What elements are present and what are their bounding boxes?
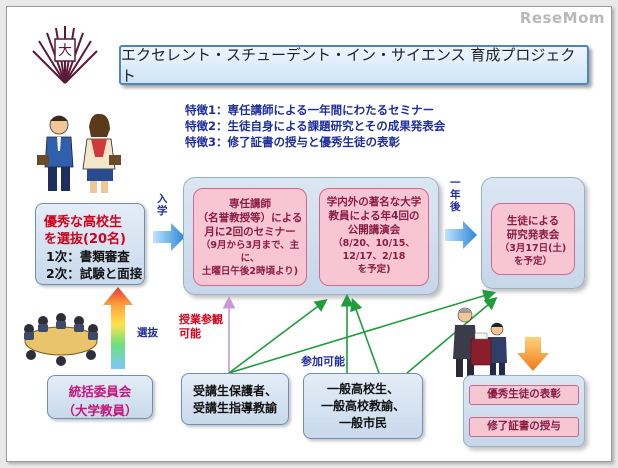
parents-line1: 受講生保護者、 (192, 384, 277, 398)
seminar-line4: （9月から3月まで、主に、 (200, 240, 300, 264)
university-crest-icon: 大 (25, 21, 105, 91)
parents-box: 受講生保護者、 受講生指導教諭 (181, 373, 289, 425)
presentation-line4: を予定） (513, 256, 552, 267)
senbatsu-label: 選抜 (137, 327, 158, 339)
feature-2: 特徴2：生徒自身による課題研究とその成果発表会 (185, 119, 446, 133)
public-box: 一般高校生、 一般高校教諭、 一般市民 (303, 373, 423, 439)
certificate-award: 修了証書の授与 (469, 417, 579, 437)
lecture-line5: 12/17、2/18 (342, 251, 406, 262)
rainbow-up-arrow (103, 287, 133, 369)
public-line2: 一般高校教諭、 (320, 399, 405, 413)
public-line1: 一般高校生、 (326, 382, 399, 396)
lecture-line4: （8/20、10/15、 (333, 238, 415, 249)
seminar-line1: 専任講師 (229, 198, 271, 210)
svg-text:大: 大 (58, 43, 72, 59)
excellent-student-award: 優秀生徒の表彰 (469, 385, 579, 405)
public-line3: 一般市民 (338, 416, 387, 430)
slide: ReseMom 大 エクセレント・スチューデント・イン・サイエンス 育成プロジェ… (6, 6, 612, 462)
lecture-line2: 教員による年4回の (328, 210, 420, 222)
blue-right-arrow-2 (445, 221, 477, 249)
watermark: ReseMom (519, 9, 605, 27)
lecture-box: 学内外の著名な大学 教員による年4回の 公開講演会 （8/20、10/15、 1… (319, 188, 429, 286)
feature-1: 特徴1：専任講師による一年間にわたるセミナー (185, 103, 435, 117)
participation-label: 参加可能 (301, 355, 345, 368)
seminar-line2: （名誉教授等）による (197, 212, 303, 224)
lecture-line3: 公開講演会 (347, 224, 401, 236)
presentation-line1: 生徒による (506, 215, 560, 227)
students-illustration (29, 107, 129, 199)
selection-line3: 1次：書類審査 (46, 249, 130, 264)
ceremony-illustration (447, 303, 517, 379)
presentation-line3: （3月17日(土) (499, 243, 567, 254)
selection-line1: 優秀な高校生 (44, 215, 123, 230)
observation-label: 授業参観 可能 (179, 313, 223, 341)
meeting-illustration (15, 301, 107, 369)
project-title: エクセレント・スチューデント・イン・サイエンス 育成プロジェクト (119, 45, 589, 85)
parents-line2: 受講生指導教諭 (192, 401, 277, 415)
committee-line1: 統括委員会 (68, 384, 132, 399)
enter-label: 入学 (157, 193, 168, 217)
seminar-line5: 土曜日午後2時頃より) (201, 266, 299, 277)
seminar-line3: 月に2回のセミナー (204, 226, 296, 238)
blue-right-arrow (153, 223, 185, 251)
lecture-line6: を予定) (357, 264, 391, 275)
presentation-line2: 研究発表会 (506, 229, 560, 241)
feature-3: 特徴3：修了証書の授与と優秀生徒の表彰 (185, 135, 400, 149)
committee-box: 統括委員会 （大学教員） (47, 375, 153, 419)
feature-list: 特徴1：専任講師による一年間にわたるセミナー 特徴2：生徒自身による課題研究とそ… (185, 102, 445, 150)
selection-line4: 2次：試験と面接 (46, 266, 143, 281)
committee-line2: （大学教員） (62, 403, 138, 418)
observation-line2: 可能 (179, 327, 201, 340)
selection-line2: を選抜(20名) (44, 232, 126, 247)
observation-line1: 授業参観 (179, 313, 223, 326)
orange-down-arrow (517, 337, 549, 371)
lecture-line1: 学内外の著名な大学 (326, 196, 422, 208)
selection-box: 優秀な高校生 を選抜(20名) 1次：書類審査 2次：試験と面接 (35, 203, 145, 285)
presentation-box: 生徒による 研究発表会 （3月17日(土) を予定） (491, 203, 575, 275)
seminar-box: 専任講師 （名誉教授等）による 月に2回のセミナー （9月から3月まで、主に、 … (193, 188, 307, 286)
one-year-label: 一年後 (450, 177, 461, 213)
connector-arrows (222, 289, 498, 374)
